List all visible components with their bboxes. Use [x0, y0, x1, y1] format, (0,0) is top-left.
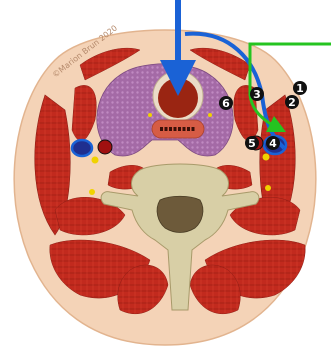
svg-text:6: 6 [222, 97, 230, 110]
marker-2: 2 [285, 95, 299, 109]
svg-text:3: 3 [253, 88, 261, 101]
marker-4: 4 [266, 136, 280, 150]
marker-1: 1 [293, 81, 307, 95]
marker-6: 6 [219, 96, 233, 110]
right-vagus-nerve [263, 154, 270, 161]
marker-3: 3 [250, 87, 264, 101]
spinal-canal [157, 196, 203, 232]
marker-5: 5 [245, 136, 259, 150]
svg-text:5: 5 [248, 137, 256, 150]
svg-text:4: 4 [269, 137, 277, 150]
left-vagus-nerve [92, 157, 99, 164]
trachea-lumen [158, 78, 198, 118]
svg-text:2: 2 [288, 96, 296, 109]
left-common-carotid-artery [98, 140, 112, 154]
svg-text:1: 1 [296, 82, 304, 95]
right-phrenic-nerve [265, 185, 271, 191]
left-phrenic-nerve [89, 189, 95, 195]
thyroid-nerve-right [208, 113, 212, 117]
left-internal-jugular-vein [72, 140, 92, 156]
thyroid-nerve-left [148, 113, 152, 117]
